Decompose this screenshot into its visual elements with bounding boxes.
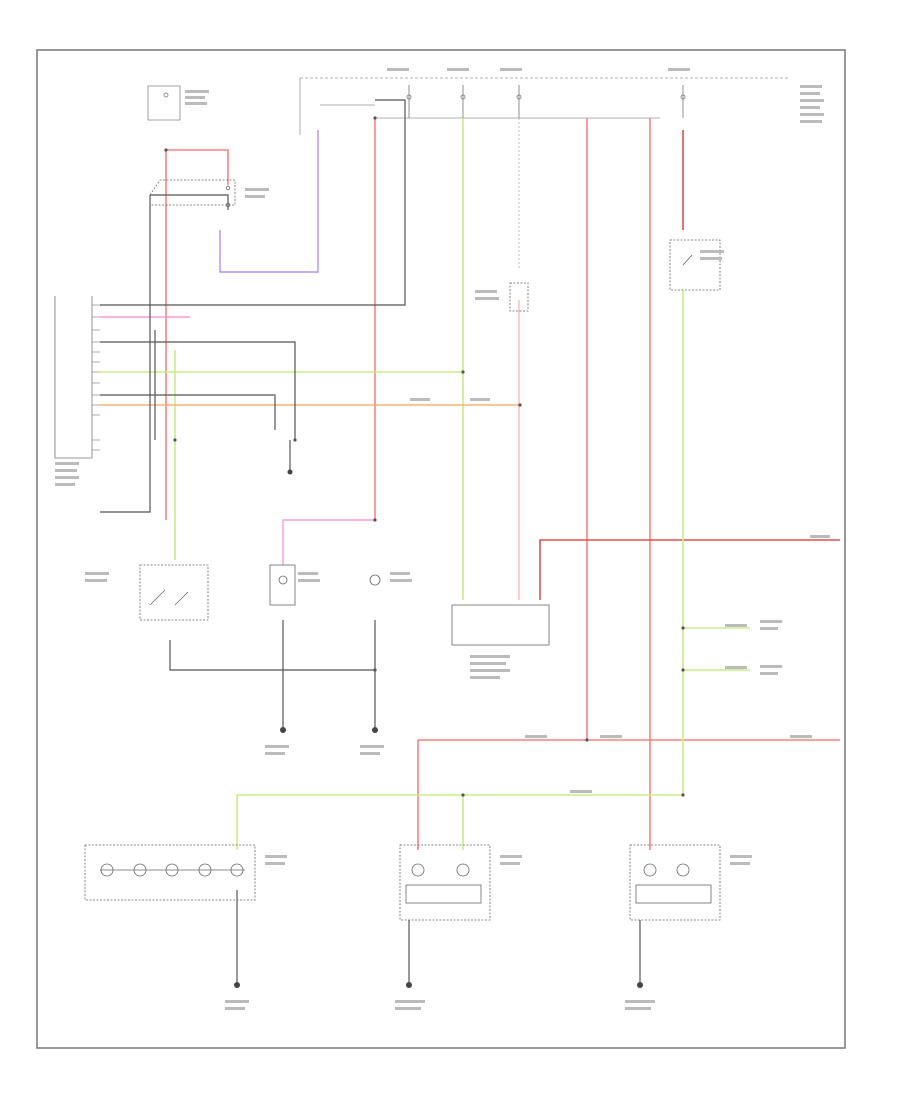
control-module bbox=[451, 604, 550, 646]
rear-lamp-left bbox=[399, 844, 491, 921]
splice-points bbox=[164, 116, 685, 797]
lamp-left-front bbox=[269, 564, 296, 606]
fuse-bus-top bbox=[147, 77, 790, 135]
upper-switch bbox=[149, 179, 236, 208]
combination-switch bbox=[139, 564, 209, 621]
left-connector-block bbox=[54, 296, 100, 459]
wires-green bbox=[100, 118, 750, 850]
right-relay bbox=[669, 239, 721, 291]
wire-darkred bbox=[539, 130, 840, 600]
fuse-symbols bbox=[163, 85, 686, 118]
wires-pink bbox=[100, 316, 375, 565]
rear-lamp-right bbox=[629, 844, 721, 921]
ground-symbols bbox=[234, 469, 643, 988]
wire-violet bbox=[219, 130, 319, 273]
wires-black bbox=[100, 99, 641, 985]
lamp-right-front bbox=[369, 574, 381, 586]
mid-relay bbox=[509, 282, 529, 312]
label-marks bbox=[55, 68, 830, 1010]
diagram-frame bbox=[36, 49, 846, 1049]
license-lamp-cluster bbox=[84, 844, 256, 901]
wires-red bbox=[165, 118, 840, 850]
